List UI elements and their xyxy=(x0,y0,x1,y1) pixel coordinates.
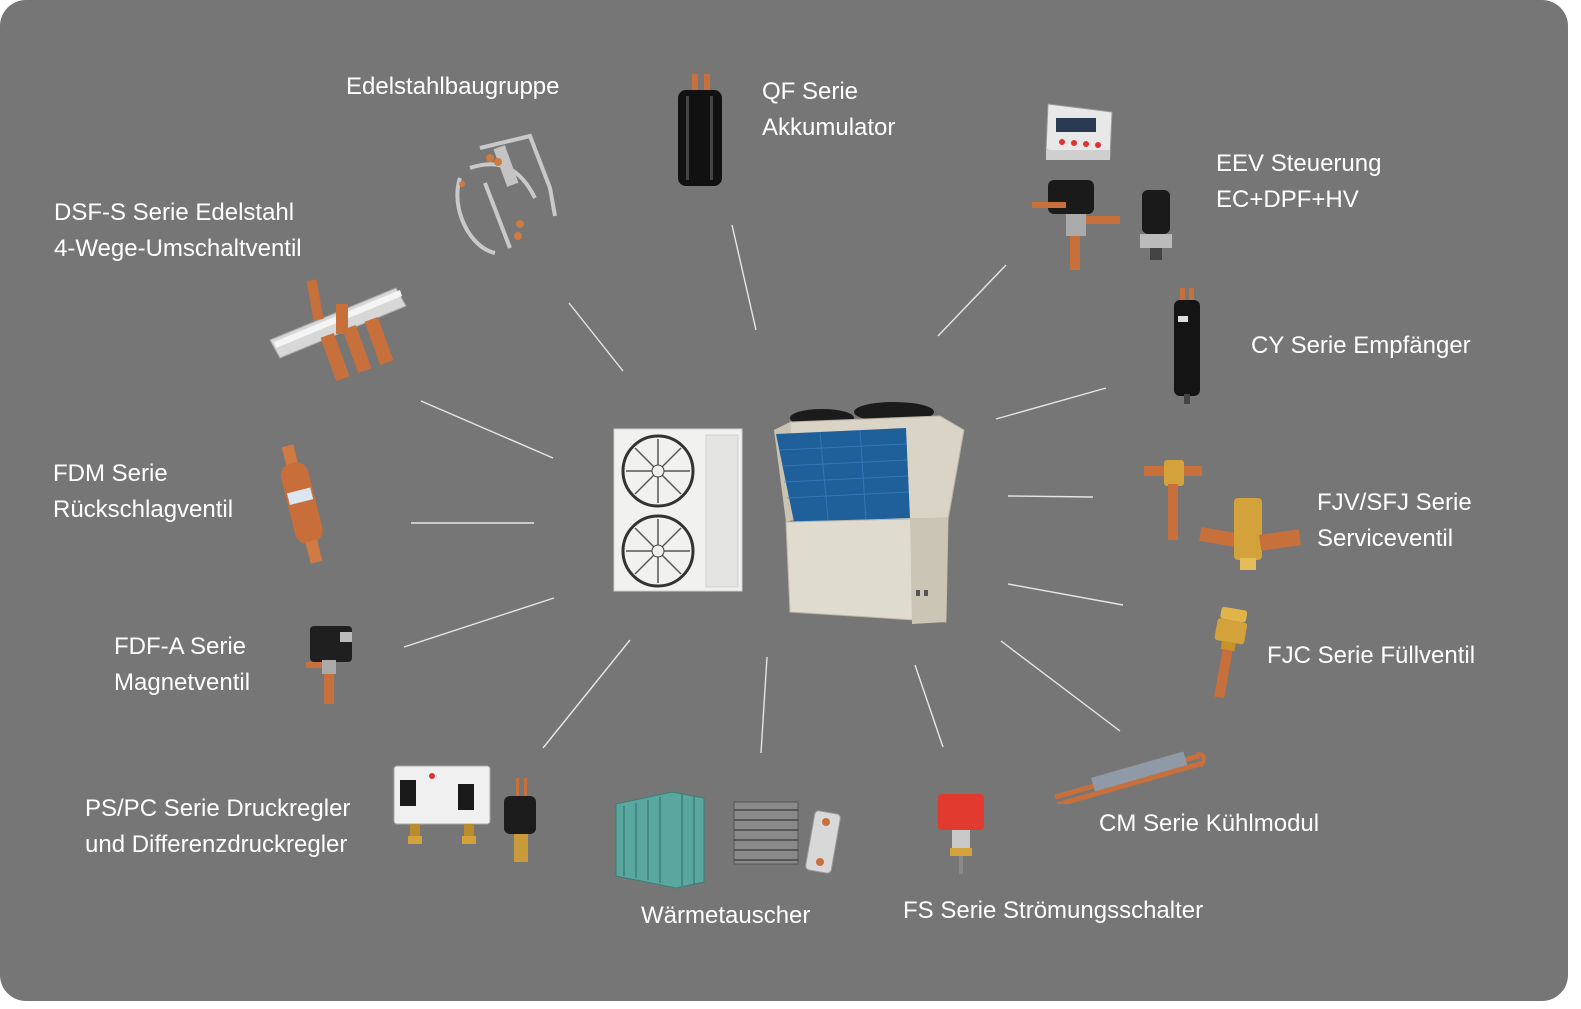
label-cy-empfaenger: CY Serie Empfänger xyxy=(1251,328,1471,364)
connector-cm xyxy=(1000,640,1121,732)
label-line: FDF-A Serie xyxy=(114,633,247,660)
label-eev-steuerung: EEV Steuerung EC+DPF+HV xyxy=(1216,146,1381,218)
label-ps-druckregler: PS/PC Serie Druckregler und Differenzdru… xyxy=(85,791,350,863)
connector-dsf xyxy=(420,400,554,459)
label-line: CY Serie Empfänger xyxy=(1251,332,1471,359)
label-fjc-fuellventil: FJC Serie Füllventil xyxy=(1267,638,1475,674)
label-line: 4-Wege-Umschaltventil xyxy=(54,235,302,262)
cooling-module-icon xyxy=(1054,751,1206,804)
label-line: EC+DPF+HV xyxy=(1216,186,1359,213)
label-line: PS/PC Serie Druckregler xyxy=(85,795,351,822)
label-line: Edelstahlbaugruppe xyxy=(346,73,560,100)
accumulator-icon xyxy=(678,74,722,186)
label-line: Rückschlagventil xyxy=(53,496,234,523)
connector-eev xyxy=(937,264,1007,337)
label-fdm-rueckschlagventil: FDM Serie Rückschlagventil xyxy=(53,456,233,528)
label-line: Serviceventil xyxy=(1317,525,1454,552)
label-line: CM Serie Kühlmodul xyxy=(1099,810,1320,837)
label-line: Akkumulator xyxy=(762,114,896,141)
label-dsf-umschaltventil: DSF-S Serie Edelstahl 4-Wege-Umschaltven… xyxy=(54,195,302,267)
connector-edelstahl xyxy=(568,302,624,372)
label-line: FS Serie Strömungsschalter xyxy=(903,897,1204,924)
label-qf-akkumulator: QF Serie Akkumulator xyxy=(762,74,895,146)
eev-controller-icon xyxy=(1032,103,1172,270)
stainless-assembly-icon xyxy=(455,133,557,255)
label-line: DSF-S Serie Edelstahl xyxy=(54,199,295,226)
connector-fdf xyxy=(403,597,555,648)
receiver-icon xyxy=(1174,288,1200,404)
label-line: FJV/SFJ Serie xyxy=(1317,489,1472,516)
heat-exchanger-icon xyxy=(615,791,841,889)
label-line: QF Serie xyxy=(762,78,859,105)
label-edelstahlbaugruppe: Edelstahlbaugruppe xyxy=(346,69,560,105)
check-valve-icon xyxy=(280,444,323,564)
label-line: EEV Steuerung xyxy=(1216,150,1382,177)
connector-fjv xyxy=(1007,495,1094,498)
label-fdf-magnetventil: FDF-A Serie Magnetventil xyxy=(114,629,250,701)
label-waermetauscher: Wärmetauscher xyxy=(641,898,810,934)
charging-valve-icon xyxy=(1214,606,1248,699)
service-valve-icon xyxy=(1144,460,1301,570)
label-line: FJC Serie Füllventil xyxy=(1267,642,1476,669)
outdoor-unit-icon xyxy=(613,428,743,592)
pressure-controller-icon xyxy=(393,765,536,862)
connector-fjc xyxy=(1007,583,1124,606)
label-line: Magnetventil xyxy=(114,669,251,696)
label-cm-kuehlmodul: CM Serie Kühlmodul xyxy=(1099,806,1319,842)
label-fjv-serviceventil: FJV/SFJ Serie Serviceventil xyxy=(1317,485,1472,557)
label-line: und Differenzdruckregler xyxy=(85,831,348,858)
connector-qf xyxy=(731,224,757,331)
connector-ps xyxy=(542,639,631,749)
connector-fs xyxy=(914,664,944,748)
heat-pump-unit-icon xyxy=(774,402,965,624)
label-line: FDM Serie xyxy=(53,460,168,487)
flow-switch-icon xyxy=(938,794,984,874)
label-line: Wärmetauscher xyxy=(641,902,811,929)
solenoid-valve-icon xyxy=(306,626,352,704)
connector-wt xyxy=(760,656,768,754)
label-fs-stroemungsschalter: FS Serie Strömungsschalter xyxy=(903,893,1203,929)
four-way-valve-icon xyxy=(269,279,407,382)
connector-cy xyxy=(995,387,1107,420)
